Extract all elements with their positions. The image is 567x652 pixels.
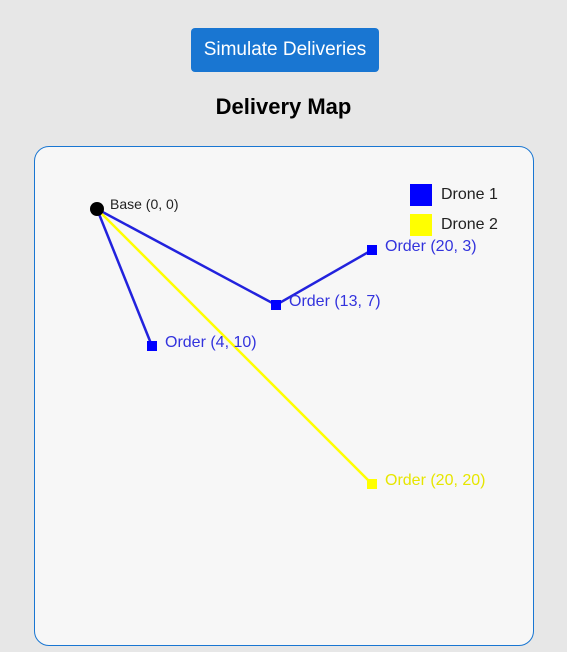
order-label: Order (4, 10)	[165, 334, 257, 351]
legend-item-drone-1: Drone 1	[410, 184, 498, 206]
order-marker	[271, 300, 281, 310]
base-marker	[90, 202, 104, 216]
order-marker	[367, 245, 377, 255]
legend-item-drone-2: Drone 2	[410, 214, 498, 236]
map-title: Delivery Map	[215, 94, 352, 119]
order-marker	[147, 341, 157, 351]
base-label: Base (0, 0)	[110, 196, 178, 212]
order-label: Order (13, 7)	[289, 293, 381, 310]
order-marker	[367, 479, 377, 489]
drone-1-route-branch	[95, 208, 154, 347]
drone-2-route	[96, 208, 373, 485]
simulate-deliveries-button[interactable]: Simulate Deliveries	[191, 28, 379, 72]
delivery-map: Base (0, 0) Order (20, 3) Order (13, 7) …	[34, 146, 534, 646]
map-legend: Drone 1 Drone 2	[410, 184, 498, 244]
drone-1-route	[96, 207, 373, 307]
map-canvas: Base (0, 0) Order (20, 3) Order (13, 7) …	[90, 196, 485, 489]
order-label: Order (20, 3)	[385, 238, 477, 255]
legend-swatch	[410, 214, 432, 236]
legend-label: Drone 1	[441, 186, 498, 203]
legend-label: Drone 2	[441, 216, 498, 233]
legend-swatch	[410, 184, 432, 206]
order-label: Order (20, 20)	[385, 472, 485, 489]
